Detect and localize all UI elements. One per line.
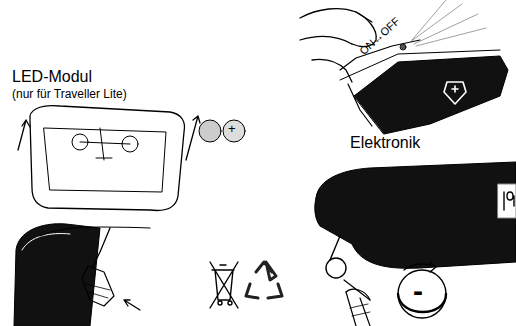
part-name: LED-Modul — [12, 68, 92, 86]
switch-illustration — [300, 0, 508, 134]
polarity-sign: + — [228, 122, 236, 136]
part-name: Elektronik — [350, 134, 420, 152]
part-note: (nur für Traveller Lite) — [12, 88, 127, 101]
disposal-symbols — [210, 262, 282, 308]
electronics-illustration — [315, 162, 516, 326]
led-module-illustration — [14, 106, 245, 326]
polarity-sign: - — [413, 274, 423, 307]
